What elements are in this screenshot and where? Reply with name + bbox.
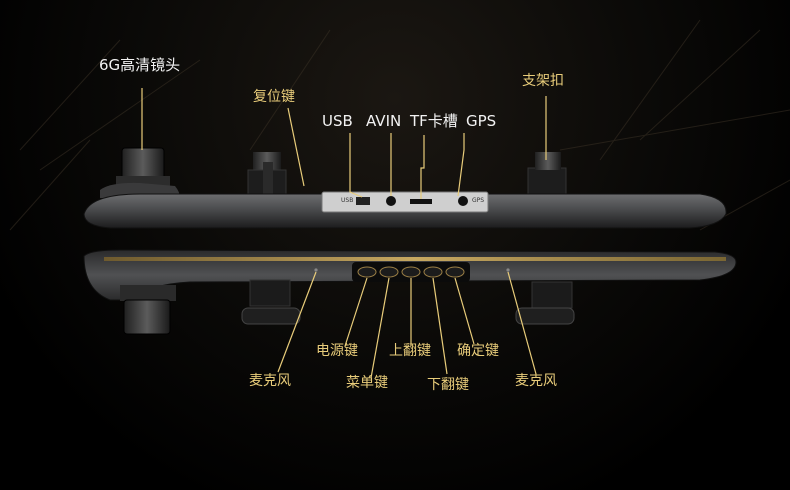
device-top-view <box>83 147 727 229</box>
port-print-gps: GPS <box>472 197 485 204</box>
label-reset-key: 复位键 <box>253 89 295 105</box>
label-up-key: 上翻键 <box>389 343 431 359</box>
label-menu-key: 菜单键 <box>346 375 388 391</box>
label-port-tf: TF卡槽 <box>410 112 458 130</box>
port-print-usb: USB <box>341 197 354 204</box>
device-bottom-view <box>83 249 737 335</box>
leader-lines <box>141 88 547 379</box>
label-power-key: 电源键 <box>316 343 358 359</box>
label-port-avin: AVIN <box>366 112 402 130</box>
label-camera: 6G高清镜头 <box>99 56 181 74</box>
label-down-key: 下翻键 <box>427 377 469 393</box>
label-mic-right: 麦克风 <box>515 373 557 389</box>
label-port-gps: GPS <box>466 112 497 130</box>
label-ok-key: 确定键 <box>457 343 499 359</box>
label-mount-clip: 支架扣 <box>522 73 564 89</box>
label-mic-left: 麦克风 <box>249 373 291 389</box>
label-port-usb: USB <box>322 112 353 130</box>
